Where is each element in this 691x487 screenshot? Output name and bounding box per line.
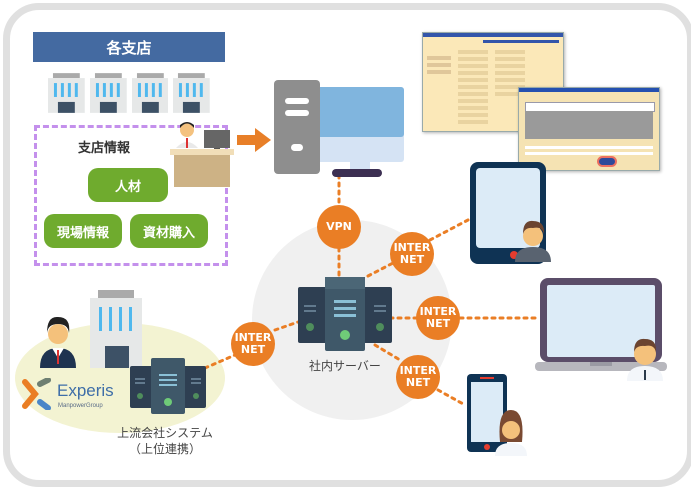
app-screenshot-detail	[518, 87, 660, 171]
experis-logo-text: Experis	[57, 381, 114, 400]
chip-site-info: 現場情報	[44, 214, 122, 248]
link-internet-server	[273, 320, 300, 332]
building-icon	[173, 73, 210, 113]
upstream-label-line1: 上流会社システム	[117, 426, 213, 440]
building-icon	[89, 73, 127, 113]
branch-buildings	[48, 73, 210, 113]
branch-info-box	[34, 125, 228, 266]
server-rack-icon	[298, 277, 392, 351]
arrow-right-icon	[237, 128, 271, 152]
link-internet-tablet	[428, 218, 470, 242]
vpn-node: VPN	[317, 205, 361, 249]
link-server-internet-phone	[373, 343, 402, 362]
upstream-building-icon	[90, 290, 142, 368]
tablet-user-icon	[470, 162, 551, 264]
businessman-icon	[40, 316, 76, 368]
vpn-label: VPN	[326, 220, 352, 233]
server-label: 社内サーバー	[309, 359, 381, 373]
experis-logo-subtext: ManpowerGroup	[58, 403, 103, 409]
building-icon	[48, 73, 85, 113]
branch-header: 各支店	[33, 32, 225, 62]
laptop-user-icon	[535, 278, 667, 381]
receptionist-desk-icon	[170, 122, 234, 187]
experis-logo-icon	[22, 378, 51, 410]
smartphone-user-icon	[467, 374, 527, 456]
chip-personnel: 人材	[88, 168, 168, 202]
upstream-label-line2: （上位連携）	[128, 442, 201, 456]
branch-info-title: 支店情報	[78, 141, 131, 156]
link-internet-phone	[436, 388, 467, 407]
upstream-server-icon	[130, 358, 206, 414]
chip-material-purchase: 資材購入	[130, 214, 208, 248]
app-screenshot-main	[422, 32, 564, 132]
link-server-internet-tablet	[366, 260, 397, 278]
building-icon	[131, 73, 169, 113]
link-upstream-internet	[203, 353, 237, 370]
office-computer-icon	[274, 80, 404, 177]
